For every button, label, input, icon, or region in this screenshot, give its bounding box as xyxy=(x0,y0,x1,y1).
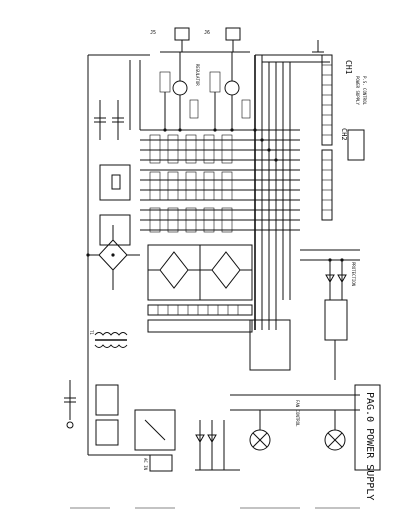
bottom-diodes xyxy=(195,420,240,471)
right-info-block: POWER SUPPLY P.S. CONTROL xyxy=(347,76,367,161)
bridge-rectifier-left xyxy=(88,225,140,290)
sheet-title: PAG.0 POWER SUPPLY xyxy=(364,392,375,500)
block-label: P.S. CONTROL xyxy=(362,76,367,105)
central-resistor-matrix xyxy=(149,134,233,233)
block-label: PROTECTION xyxy=(351,262,356,287)
title-block: PAG.0 POWER SUPPLY xyxy=(354,384,381,500)
bridge-rectifiers-center xyxy=(147,244,253,301)
right-switch-section: PROTECTION xyxy=(300,249,360,380)
horizontal-bus xyxy=(140,129,300,231)
channel-1-section: CH1 xyxy=(312,40,353,75)
transformer: T1 xyxy=(89,330,128,348)
ac-input-section: AC IN xyxy=(64,380,176,472)
main-bus-wires xyxy=(87,54,330,456)
connector-label: J5 xyxy=(150,30,156,36)
top-connectors: J5 J6 xyxy=(150,27,250,53)
connector-label: J6 xyxy=(204,30,210,36)
block-label: AC IN xyxy=(143,458,148,471)
block-label: FAN CONTROL xyxy=(295,400,300,427)
block-label: POWER SUPPLY xyxy=(355,76,360,105)
junction-dots xyxy=(86,128,344,262)
top-transistor-group: REGULATOR xyxy=(159,52,251,130)
right-connector-column: CH2 xyxy=(321,54,348,221)
block-label: REGULATOR xyxy=(195,64,200,86)
fan-section: FAN CONTROL xyxy=(230,394,360,451)
channel-1-label: CH1 xyxy=(344,60,353,75)
channel-2-label: CH2 xyxy=(340,128,348,141)
transformer-label: T1 xyxy=(89,330,94,335)
left-capacitor-bank xyxy=(94,100,131,246)
connector-strip xyxy=(147,304,291,371)
